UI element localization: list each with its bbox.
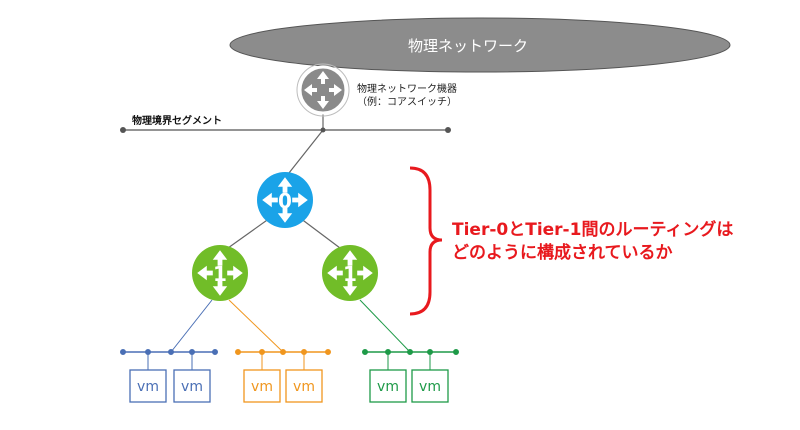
physical-network-cloud (229, 17, 731, 73)
vm-box (369, 369, 407, 403)
vm-label: vm (137, 379, 159, 395)
vm-label: vm (377, 379, 399, 395)
segment-junction (320, 127, 326, 133)
segment-endpoint-left (120, 127, 126, 133)
question-line2: どのように構成されているか (452, 242, 673, 263)
segment-group-orange (228, 299, 331, 403)
tier0-router-icon (257, 172, 313, 228)
tier1-router-left-icon (192, 245, 248, 301)
red-brace (409, 166, 443, 316)
physical-network-label: 物理ネットワーク (408, 37, 528, 55)
vm-box (285, 369, 323, 403)
vm-label: vm (419, 379, 441, 395)
segment-label: 物理境界セグメント (132, 114, 222, 127)
link-segment-to-tier0 (284, 129, 324, 179)
segment-group-blue (120, 299, 218, 403)
device-label-line1: 物理ネットワーク機器 (357, 82, 457, 95)
segment-group-green (359, 299, 459, 403)
tier1-router-right-icon (322, 245, 378, 301)
tier1-router-left-number: 1 (213, 262, 227, 286)
device-label-line2: （例：コアスイッチ） (357, 95, 457, 108)
tier0-router-number: 0 (278, 189, 292, 213)
vm-label: vm (181, 379, 203, 395)
tier1-router-right-number: 1 (343, 262, 357, 286)
link-tier0-to-tier1-left (227, 217, 271, 249)
question-line1: Tier-0とTier-1間のルーティングは (452, 219, 733, 240)
vm-box (129, 369, 167, 403)
vm-label: vm (251, 379, 273, 395)
vm-label: vm (293, 379, 315, 395)
vm-box (243, 369, 281, 403)
vm-box (173, 369, 211, 403)
link-tier0-to-tier1-right (299, 217, 341, 249)
vm-box (411, 369, 449, 403)
segment-endpoint-right (445, 127, 451, 133)
physical-router-icon (296, 63, 350, 117)
